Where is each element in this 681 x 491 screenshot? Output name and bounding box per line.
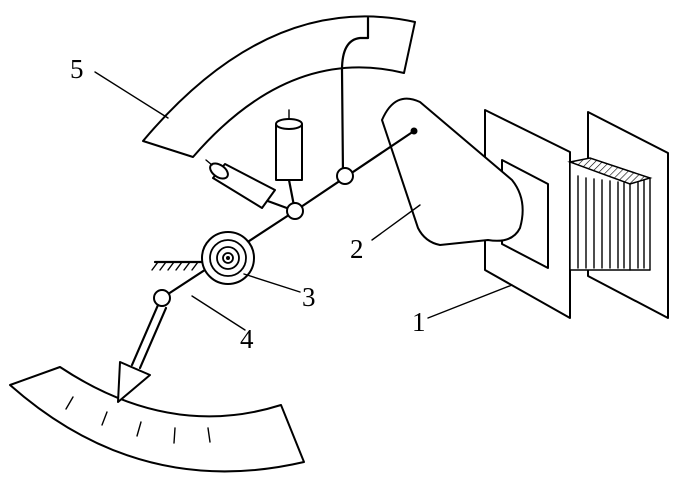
- label-5: 5: [70, 54, 84, 84]
- label-2: 2: [350, 234, 364, 264]
- spiral-spring: [201, 231, 255, 285]
- joint-upper: [336, 167, 354, 185]
- damper-vertical: [275, 109, 303, 213]
- upper-pointer-wire: [340, 16, 370, 177]
- label-3: 3: [302, 282, 316, 312]
- leader-1: [427, 284, 513, 319]
- upper-scale-arc: [142, 15, 416, 158]
- iron-vane: [381, 97, 524, 246]
- lower-scale-arc: [9, 366, 305, 473]
- leader-4: [191, 295, 246, 331]
- joint-middle: [286, 202, 304, 220]
- label-4: 4: [240, 324, 254, 354]
- lower-scale-ticks: [65, 396, 211, 444]
- joint-lower: [153, 289, 171, 307]
- main-shaft: [293, 129, 416, 213]
- magnet-block: [567, 157, 653, 271]
- pointer-arrow: [117, 303, 168, 403]
- leader-3: [243, 273, 301, 293]
- leader-2: [371, 204, 421, 241]
- leader-5: [94, 71, 169, 119]
- damper-horizontal: [205, 159, 297, 213]
- label-1: 1: [412, 307, 426, 337]
